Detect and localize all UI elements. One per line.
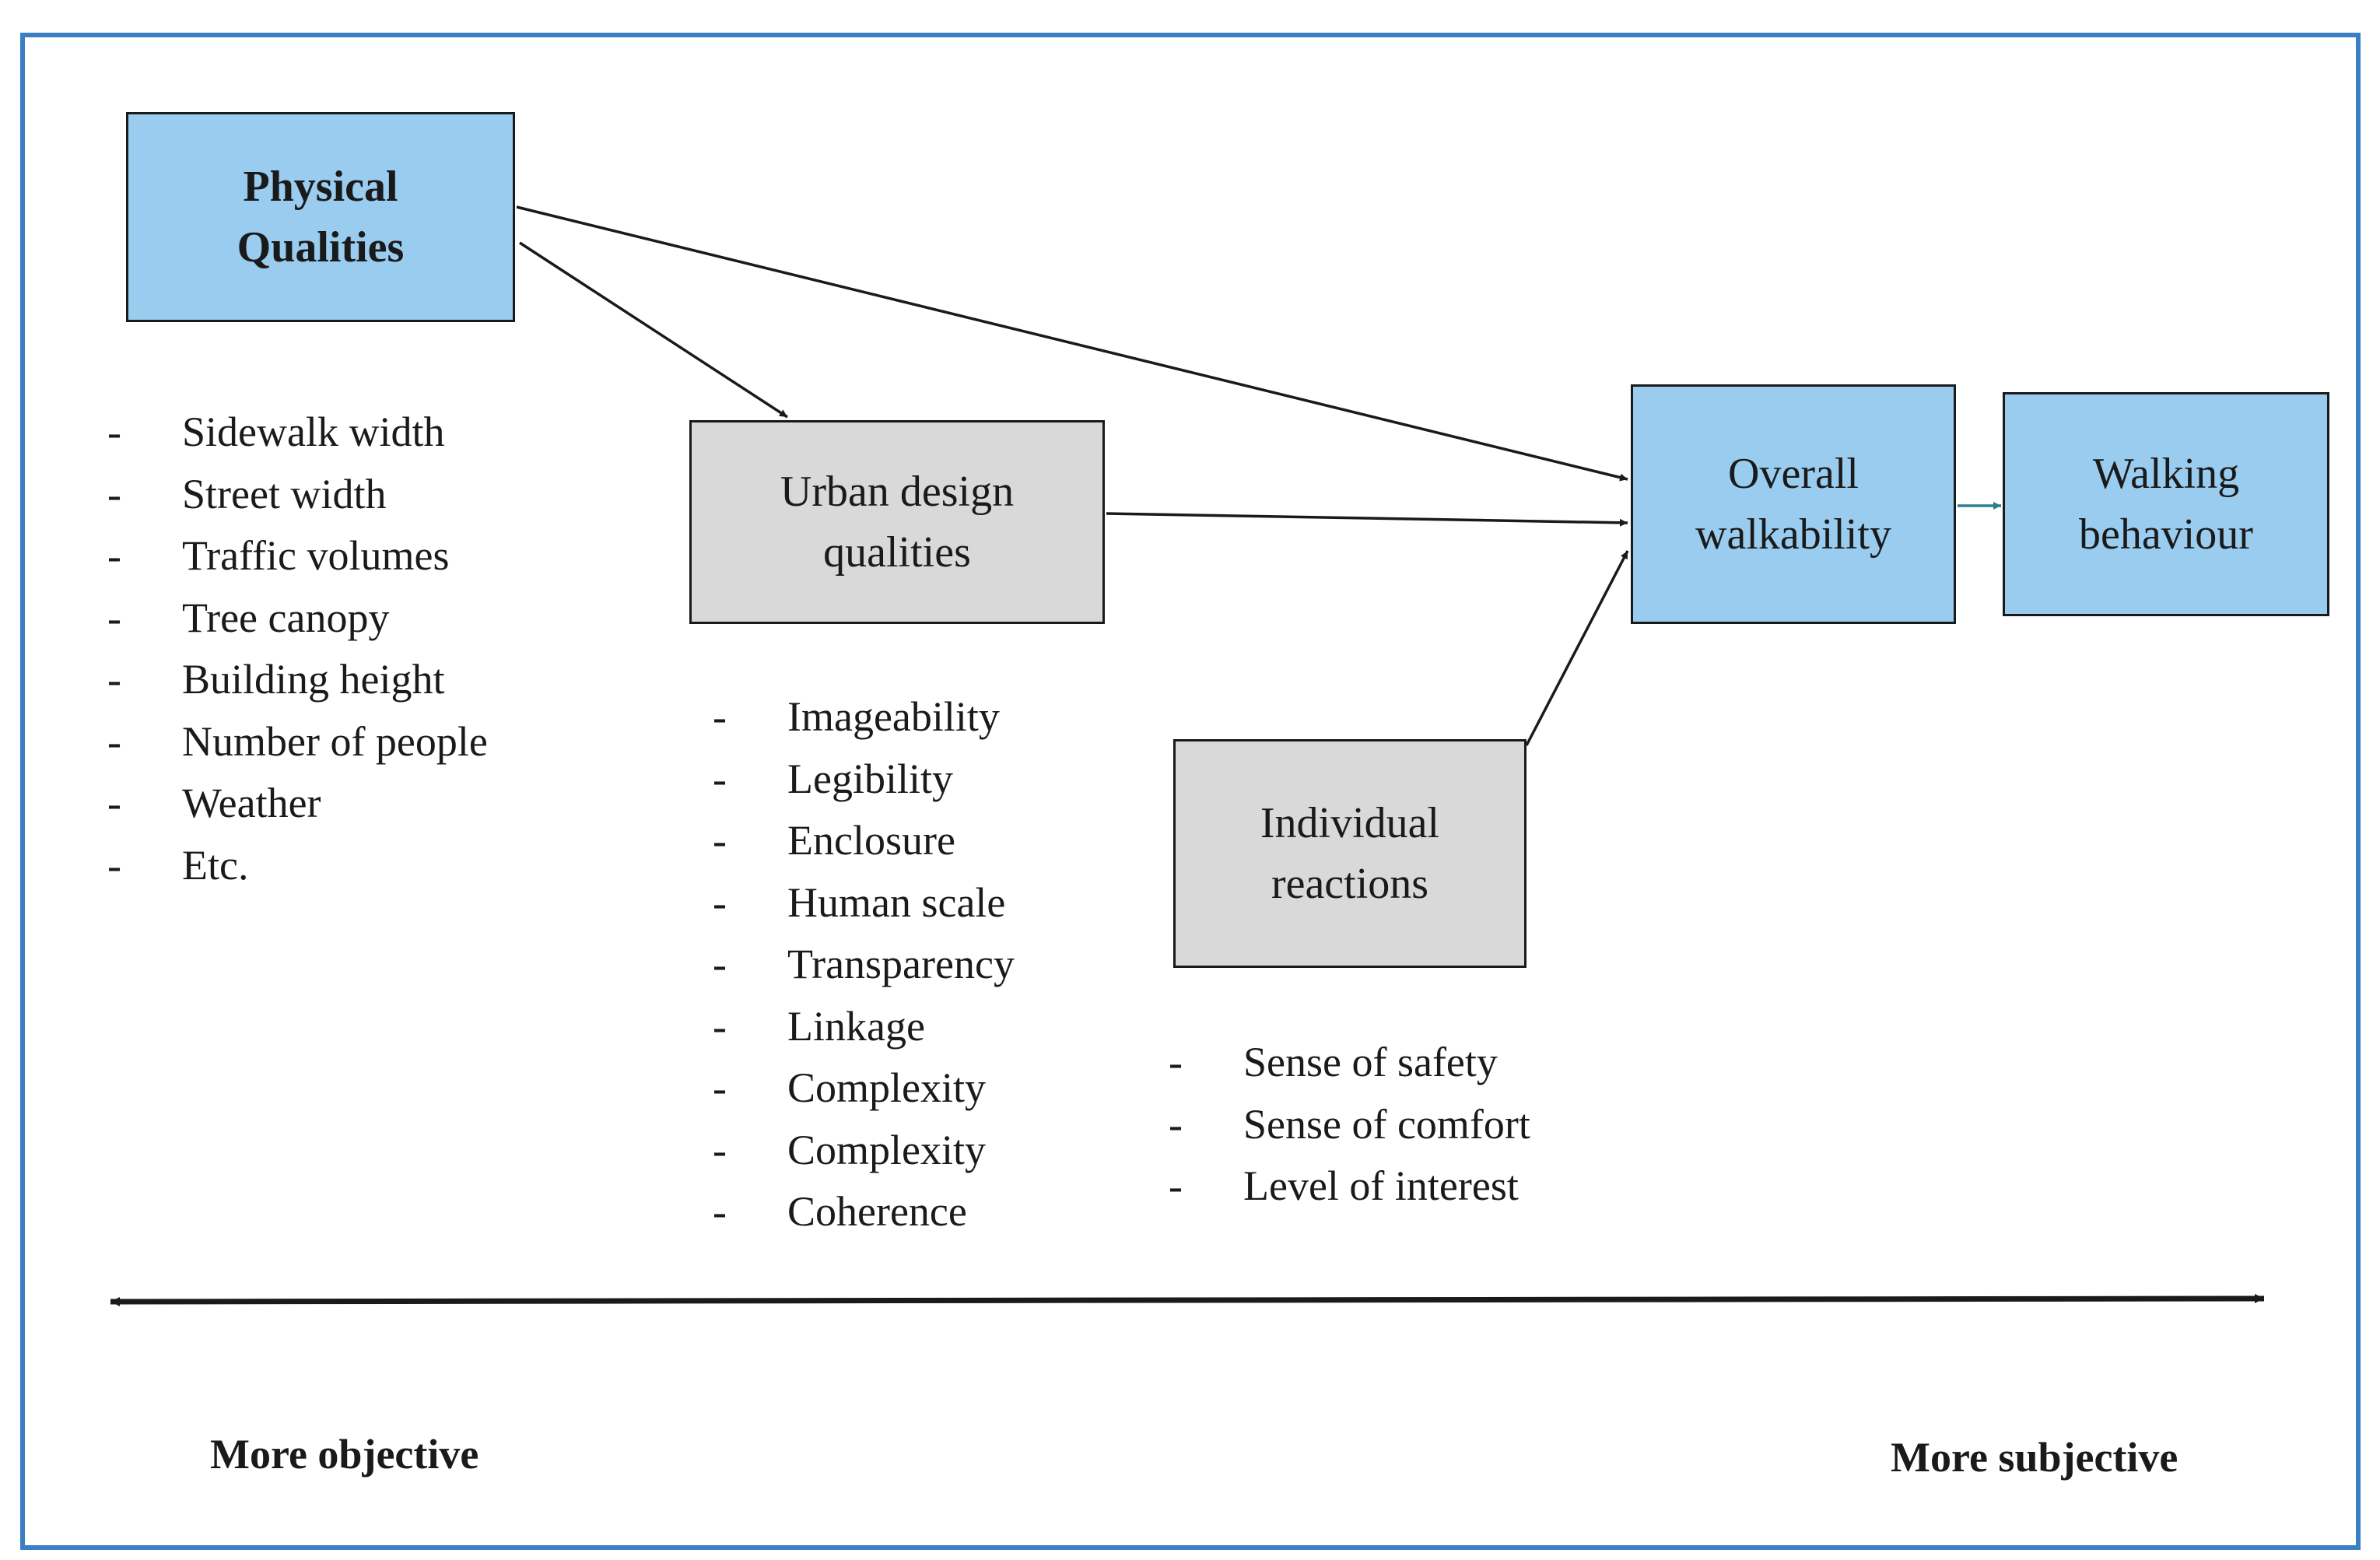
list-item: Street width (107, 464, 488, 526)
list-item: Tree canopy (107, 587, 488, 650)
individual-reactions-box: Individual reactions (1173, 739, 1526, 968)
list-item: Number of people (107, 711, 488, 773)
objective-subjective-axis (110, 1294, 2265, 1306)
physical-qualities-label: Physical Qualities (237, 163, 405, 272)
individual-reactions-label: Individual reactions (1260, 799, 1440, 908)
list-item: Sense of comfort (1169, 1094, 1530, 1156)
urban-design-qualities-box: Urban design qualities (689, 420, 1105, 624)
list-item: Sidewalk width (107, 401, 488, 464)
list-item: Linkage (713, 996, 1015, 1058)
physical-qualities-list: Sidewalk width Street width Traffic volu… (107, 401, 488, 896)
diagram-frame (20, 33, 2361, 1550)
list-item: Transparency (713, 934, 1015, 996)
more-objective-label: More objective (210, 1431, 479, 1478)
walking-behaviour-label: Walking behaviour (2079, 450, 2253, 559)
urban-design-qualities-list: Imageability Legibility Enclosure Human … (713, 686, 1015, 1243)
list-item: Human scale (713, 872, 1015, 934)
urban-design-qualities-label: Urban design qualities (780, 468, 1015, 577)
overall-walkability-box: Overall walkability (1631, 384, 1956, 624)
walking-behaviour-box: Walking behaviour (2003, 392, 2329, 616)
arrow-individual-to-overall (1525, 550, 1629, 746)
list-item: Weather (107, 773, 488, 835)
arrow-physical-to-overall (516, 205, 1628, 482)
list-item: Imageability (713, 686, 1015, 748)
overall-walkability-label: Overall walkability (1695, 450, 1891, 559)
list-item: Enclosure (713, 810, 1015, 872)
list-item: Complexity (713, 1120, 1015, 1182)
list-item: Etc. (107, 835, 488, 897)
list-item: Traffic volumes (107, 525, 488, 587)
list-item: Sense of safety (1169, 1032, 1530, 1094)
list-item: Legibility (713, 748, 1015, 811)
list-item: Complexity (713, 1057, 1015, 1120)
list-item: Building height (107, 649, 488, 711)
arrow-physical-to-urban (519, 241, 788, 419)
more-subjective-label: More subjective (1891, 1434, 2178, 1481)
physical-qualities-box: Physical Qualities (126, 112, 515, 322)
list-item: Level of interest (1169, 1155, 1530, 1218)
individual-reactions-list: Sense of safety Sense of comfort Level o… (1169, 1032, 1530, 1218)
arrow-urban-to-overall (1106, 512, 1628, 527)
list-item: Coherence (713, 1181, 1015, 1243)
